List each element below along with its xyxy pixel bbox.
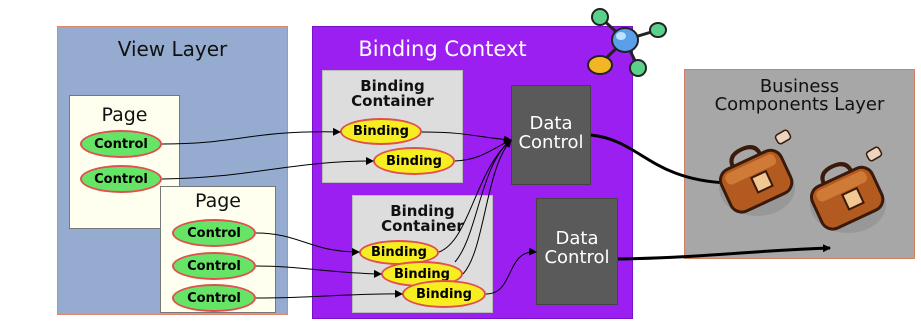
- page-1-title: Page: [101, 104, 148, 126]
- business-layer-title-line1: Business: [759, 76, 840, 97]
- binding-container-1-title-line1: Binding: [360, 77, 425, 95]
- view-layer-title: View Layer: [117, 37, 228, 61]
- page-2-control-3: Control: [172, 284, 256, 312]
- briefcase-icon-right: [809, 146, 886, 233]
- connector-p2c2-to-b4: [255, 265, 382, 278]
- connector-p1c2-to-b2: [161, 157, 374, 180]
- data-control-1-line1: Data: [529, 113, 573, 134]
- connector-b3-to-dc1: [438, 139, 512, 253]
- page-1-control-2: Control: [80, 165, 162, 193]
- page-2-title: Page: [195, 190, 241, 212]
- page-2-control-2: Control: [172, 252, 256, 280]
- binding-container-1-title-line2: Container: [351, 92, 434, 110]
- binding-context-title: Binding Context: [358, 37, 527, 61]
- connector-dc1-to-business: [590, 133, 729, 187]
- business-layer-title: Business Components Layer: [685, 78, 914, 114]
- connector-p1c1-to-b1: [161, 127, 341, 145]
- container-1-binding-1: Binding: [340, 118, 422, 145]
- briefcase-icon-left: [718, 129, 795, 216]
- connector-b2-to-dc1: [454, 139, 512, 162]
- binding-container-1-title: Binding Container: [323, 79, 462, 109]
- data-control-1: Data Control: [511, 85, 591, 185]
- binding-container-2-title-line2: Container: [381, 217, 464, 235]
- data-control-2-line2: Control: [544, 247, 610, 268]
- data-control-2: Data Control: [536, 198, 618, 305]
- data-control-2-line1: Data: [555, 228, 599, 249]
- data-control-1-label: Data Control: [512, 114, 590, 152]
- connector-p2c1-to-b3: [255, 232, 360, 256]
- data-control-2-label: Data Control: [537, 229, 617, 267]
- container-2-binding-3: Binding: [402, 280, 486, 308]
- page-2-control-1: Control: [172, 219, 256, 247]
- connector-dc2-to-business: [617, 244, 831, 261]
- connector-b4-to-dc1: [462, 139, 512, 275]
- connector-b4b-to-dc1: [454, 139, 512, 263]
- connector-b1-to-dc1: [421, 131, 512, 144]
- container-1-binding-2: Binding: [373, 147, 455, 175]
- page-1-control-1: Control: [80, 130, 162, 158]
- business-layer-title-line2: Components Layer: [714, 94, 885, 115]
- data-control-1-line2: Control: [518, 132, 584, 153]
- connector-b5-to-dc2: [485, 247, 537, 295]
- connector-p2c3-to-b5: [255, 289, 403, 299]
- molecule-icon: [587, 8, 667, 77]
- binding-container-2-title: Binding Container: [353, 204, 492, 234]
- binding-container-2-title-line1: Binding: [390, 202, 455, 220]
- business-components-layer: Business Components Layer: [684, 69, 915, 259]
